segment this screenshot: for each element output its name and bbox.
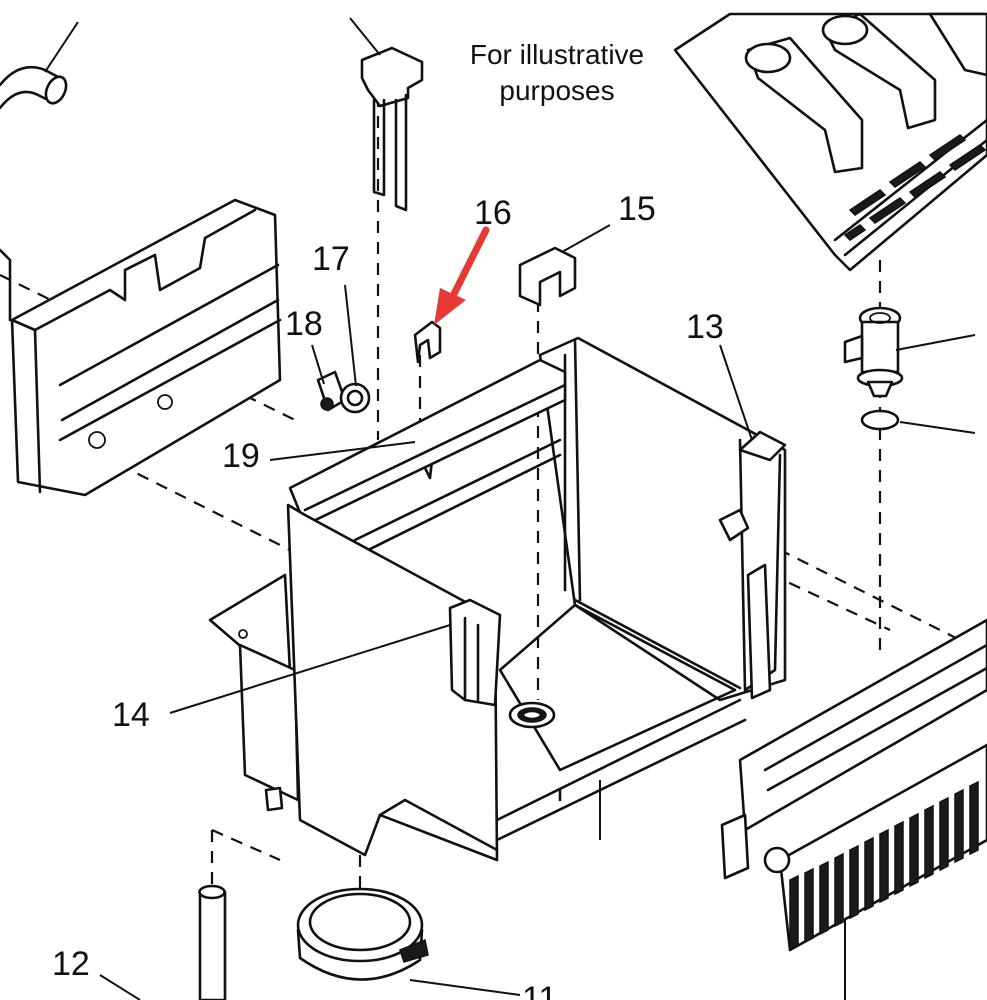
collar-ring-part-11 <box>296 887 429 981</box>
illustrative-note-line2: purposes <box>499 75 614 106</box>
callout-14: 14 <box>112 696 150 734</box>
ice-chute-door <box>720 618 987 952</box>
callout-19: 19 <box>222 437 260 475</box>
clip-part-16 <box>413 320 442 364</box>
callout-leaders <box>44 17 976 1000</box>
highlight-arrow <box>434 226 490 325</box>
callout-11: 11 <box>522 980 557 1000</box>
callout-12: 12 <box>52 945 90 983</box>
bracket-part-15 <box>518 246 577 307</box>
hose-fitting <box>0 65 68 110</box>
valve-fittings <box>316 370 371 414</box>
insulation-block <box>0 198 282 497</box>
callout-numbers: 16 15 17 18 13 19 14 12 11 <box>52 190 724 1000</box>
callout-17: 17 <box>312 240 350 278</box>
illustrative-note-line1: For illustrative <box>470 39 644 70</box>
ice-maker-tray <box>673 12 987 272</box>
drain-tube <box>198 884 227 1000</box>
door-grille <box>789 780 979 951</box>
callout-18: 18 <box>285 305 323 343</box>
sensor-probe <box>360 46 424 212</box>
auger-fitting <box>843 306 904 431</box>
callout-13: 13 <box>686 308 724 346</box>
callout-16: 16 <box>474 194 512 232</box>
storage-bin <box>208 336 787 862</box>
callout-15: 15 <box>618 190 656 228</box>
tray-slots <box>843 134 987 241</box>
